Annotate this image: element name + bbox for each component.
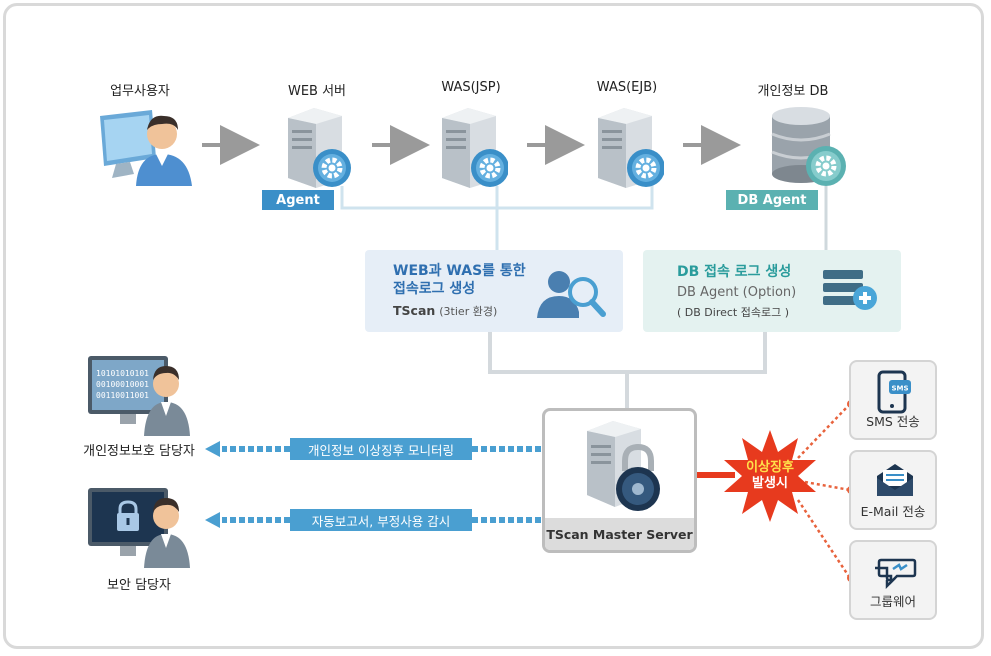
db-agent-tag: DB Agent [726,190,818,210]
was-ejb-label: WAS(EJB) [596,80,658,95]
email-channel: E-Mail 전송 [849,450,937,530]
alert-to-groupware-line [796,499,852,579]
email-icon [877,464,913,496]
was-jsp-label: WAS(JSP) [441,80,501,95]
privacy-manager-label: 개인정보보호 담당자 [83,444,195,459]
groupware-channel: 그룹웨어 [849,540,937,620]
groupware-channel-label: 그룹웨어 [869,594,916,609]
privacy-manager-icon: 10101010101 00100010001 00110011001 [88,356,190,436]
security-manager-icon [88,488,190,568]
chat-bubbles-icon [875,558,917,590]
user-at-computer-icon [100,110,192,186]
security-manager-label: 보안 담당자 [107,578,171,593]
web-was-panel-subtitle: TScan (3tier 환경) [393,303,497,319]
agent-collector-line [340,186,654,250]
tscan-label: TScan [393,303,436,318]
panel-to-master-line [488,332,767,408]
report-label: 자동보고서, 부정사용 감시 [290,509,472,531]
sms-channel-label: SMS 전송 [866,414,920,429]
alert-burst-icon [724,430,816,522]
db-panel-line3: ( DB Direct 접속로그 ) [677,306,790,319]
server-lock-icon [587,421,660,511]
web-was-panel-title-line1: WEB과 WAS를 통한 [393,263,526,279]
web-was-log-panel: WEB과 WAS를 통한 접속로그 생성 TScan (3tier 환경) [365,250,623,332]
database-add-icon [823,270,877,310]
report-arrow-head [205,512,220,528]
mobile-sms-icon: SMS [877,370,911,414]
alert-to-sms-line [797,403,851,459]
alert-burst-line1: 이상징후 [746,460,794,475]
alert-burst-text: 이상징후 발생시 [722,460,818,492]
web-was-panel-title-line2: 접속로그 생성 [393,281,476,297]
monitoring-label: 개인정보 이상징후 모니터링 [290,438,472,460]
binary-line-3: 00110011001 [96,391,149,400]
sms-badge-text: SMS [891,385,908,393]
binary-line-1: 10101010101 [96,369,149,378]
business-user-label: 업무사용자 [110,84,170,99]
agent-tag: Agent [262,190,334,210]
db-panel-line2: DB Agent (Option) [677,285,797,300]
sms-channel: SMS SMS 전송 [849,360,937,440]
three-tier-label: (3tier 환경) [439,305,498,318]
alert-to-email-line [804,480,851,492]
was-ejb-server-icon [598,108,664,188]
database-icon [771,107,846,186]
monitor-arrow-head [205,441,220,457]
was-jsp-server-icon [442,108,508,188]
web-server-icon [288,108,351,188]
db-panel-title: DB 접속 로그 생성 [677,264,792,280]
personal-db-label: 개인정보 DB [757,84,829,99]
email-channel-label: E-Mail 전송 [860,504,926,519]
diagram-frame [3,3,984,649]
binary-line-2: 00100010001 [96,380,149,389]
alert-burst-line2: 발생시 [752,476,788,491]
tscan-master-server-box: TScan Master Server [542,408,697,553]
db-log-panel: DB 접속 로그 생성 DB Agent (Option) ( DB Direc… [643,250,901,332]
master-server-label: TScan Master Server [545,518,694,550]
user-search-icon [537,271,606,318]
web-server-label: WEB 서버 [287,84,347,99]
